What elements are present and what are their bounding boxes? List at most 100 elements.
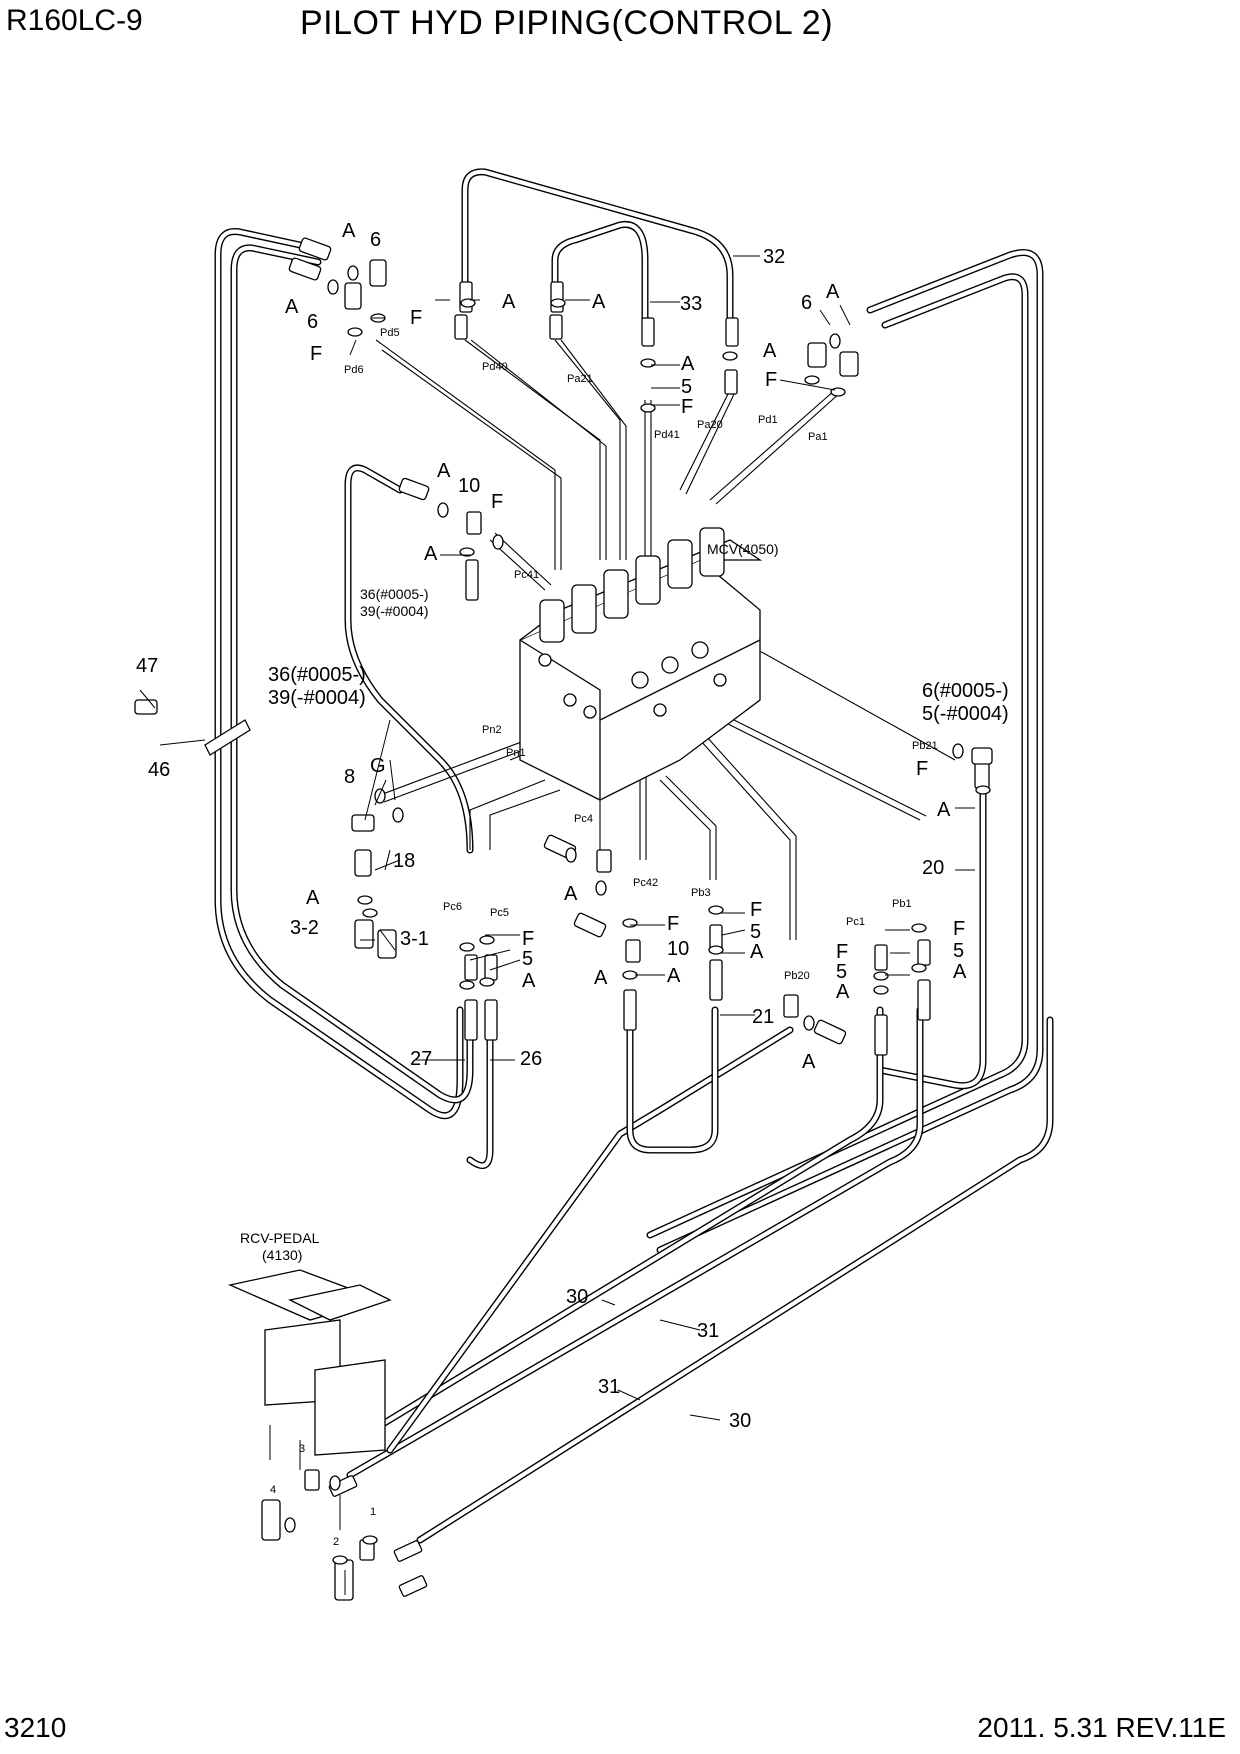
callout-f: F: [916, 758, 928, 780]
callout-f: F: [765, 369, 777, 391]
leader-lines: [139, 255, 975, 1595]
port-pd5: Pd5: [380, 327, 400, 339]
callout-a: A: [564, 883, 578, 905]
callout-a: A: [594, 967, 608, 989]
rcv-port-4: 4: [270, 1484, 276, 1496]
port-labels: Pd5 Pd6 Pd40 Pa21 Pd41 Pa20 Pd1 Pa1 Pc41…: [270, 327, 938, 1548]
callout-a: A: [502, 291, 516, 313]
port-pb3: Pb3: [691, 887, 711, 899]
callout-46: 46: [148, 759, 170, 781]
note-36-39-small-1: 36(#0005-): [360, 586, 429, 602]
callout-18: 18: [393, 850, 415, 872]
port-pa1: Pa1: [808, 431, 828, 443]
callout-5: 5: [522, 948, 533, 970]
note-6-5-2: 5(-#0004): [922, 703, 1009, 725]
callout-10: 10: [458, 475, 480, 497]
callout-27: 27: [410, 1048, 432, 1070]
port-pn2: Pn2: [482, 724, 502, 736]
rcv-port-2: 2: [333, 1536, 339, 1548]
hoses: [214, 168, 1054, 1544]
callout-6: 6: [307, 311, 318, 333]
note-36-39-big-1: 36(#0005-): [268, 664, 366, 686]
o-rings: [284, 265, 991, 1565]
callout-a: A: [937, 799, 951, 821]
callout-a: A: [763, 340, 777, 362]
callout-6: 6: [801, 292, 812, 314]
port-pn1: Pn1: [506, 747, 526, 759]
callout-31: 31: [697, 1320, 719, 1342]
callout-5: 5: [750, 921, 761, 943]
callout-a: A: [802, 1051, 816, 1073]
callout-3-1: 3-1: [400, 928, 429, 950]
fittings: [288, 237, 993, 1597]
callout-26: 26: [520, 1048, 542, 1070]
callout-a: A: [522, 970, 536, 992]
callout-a: A: [681, 353, 695, 375]
caption-mcv: MCV(4050): [707, 541, 779, 557]
callout-6: 6: [370, 229, 381, 251]
callout-32: 32: [763, 246, 785, 268]
port-pc4: Pc4: [574, 813, 593, 825]
port-pc42: Pc42: [633, 877, 658, 889]
callout-a: A: [953, 961, 967, 983]
note-6-5-1: 6(#0005-): [922, 680, 1009, 702]
mcv-valve-block: [519, 527, 763, 801]
port-pa20: Pa20: [697, 419, 723, 431]
callout-20: 20: [922, 857, 944, 879]
callout-a: A: [826, 281, 840, 303]
port-pd1: Pd1: [758, 414, 778, 426]
callout-f: F: [522, 928, 534, 950]
callout-5: 5: [681, 376, 692, 398]
pilot-lines: [375, 339, 956, 940]
callout-a: A: [667, 965, 681, 987]
callout-f: F: [681, 396, 693, 418]
callout-f: F: [410, 307, 422, 329]
model-label: R160LC-9: [6, 4, 143, 37]
port-pb1: Pb1: [892, 898, 912, 910]
callout-g: G: [370, 755, 386, 777]
port-pc1: Pc1: [846, 916, 865, 928]
port-pa21: Pa21: [567, 373, 593, 385]
callout-a: A: [437, 460, 451, 482]
callout-30: 30: [729, 1410, 751, 1432]
callout-8: 8: [344, 766, 355, 788]
callout-f: F: [750, 899, 762, 921]
note-36-39-small-2: 39(-#0004): [360, 603, 429, 619]
callout-a: A: [424, 543, 438, 565]
callout-a: A: [285, 296, 299, 318]
callout-a: A: [342, 220, 356, 242]
hose-20: [876, 776, 987, 1090]
port-pd6: Pd6: [344, 364, 364, 376]
port-pc6: Pc6: [443, 901, 462, 913]
port-pc5: Pc5: [490, 907, 509, 919]
callout-a: A: [836, 981, 850, 1003]
callout-30: 30: [566, 1286, 588, 1308]
callout-33: 33: [680, 293, 702, 315]
callout-labels: A 6 A 6 F F A A 32 33 A 5 F A 6 A F A 10…: [136, 220, 967, 1432]
callout-3-2: 3-2: [290, 917, 319, 939]
callout-10: 10: [667, 938, 689, 960]
port-pd40: Pd40: [482, 361, 508, 373]
callout-47: 47: [136, 655, 158, 677]
note-36-39-big-2: 39(-#0004): [268, 687, 366, 709]
callout-f: F: [491, 491, 503, 513]
port-pb21: Pb21: [912, 740, 938, 752]
callout-f: F: [667, 913, 679, 935]
callout-31: 31: [598, 1376, 620, 1398]
callout-a: A: [750, 941, 764, 963]
port-pd41: Pd41: [654, 429, 680, 441]
page-title: PILOT HYD PIPING(CONTROL 2): [300, 4, 834, 42]
caption-rcv-part-no: (4130): [262, 1247, 302, 1263]
port-pb20: Pb20: [784, 970, 810, 982]
callout-21: 21: [752, 1006, 774, 1028]
callout-5: 5: [836, 961, 847, 983]
rcv-port-3: 3: [299, 1443, 305, 1455]
caption-rcv-pedal: RCV-PEDAL: [240, 1230, 320, 1246]
rcv-port-1: 1: [370, 1506, 376, 1518]
page-number: 3210: [4, 1712, 67, 1743]
port-pc41: Pc41: [514, 569, 539, 581]
callout-f: F: [953, 918, 965, 940]
rcv-pedal: [227, 1269, 392, 1601]
callout-f: F: [310, 343, 322, 365]
